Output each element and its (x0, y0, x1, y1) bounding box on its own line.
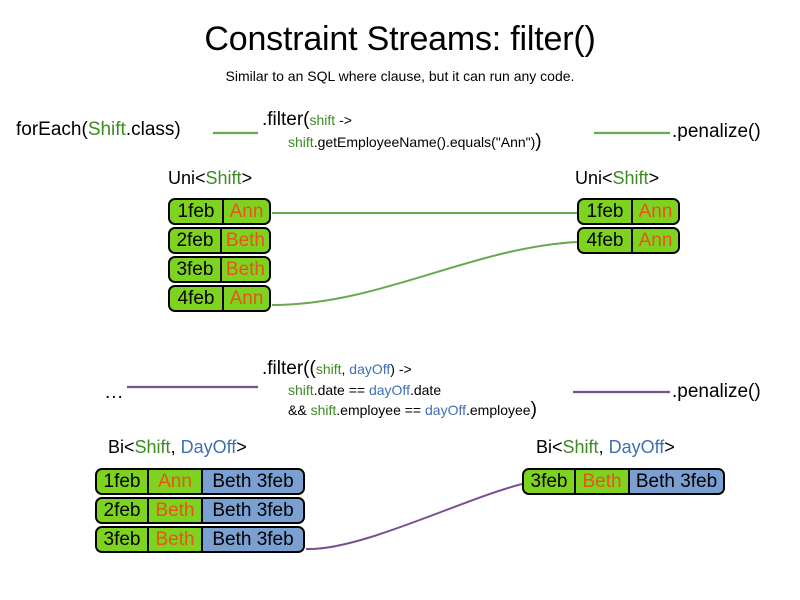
cap-bi-left-prefix: Bi< (108, 437, 135, 457)
filter-2-close-paren: ) (530, 399, 537, 420)
tuple-list-bi-input: 1feb Ann Beth 3feb 2feb Beth Beth 3feb 3… (95, 468, 305, 555)
filter-2-lambda-param-b: dayOff (349, 361, 391, 377)
foreach-suffix: .class) (125, 119, 181, 140)
filter-1-line-2: shift.getEmployeeName().equals("Ann")) (288, 132, 542, 152)
stream-caption-uni-output: Uni<Shift> (575, 167, 659, 189)
tuple-list-bi-output: 3feb Beth Beth 3feb (522, 468, 725, 497)
tuple-name: Beth (149, 528, 201, 551)
tuple-date: 2feb (170, 229, 222, 252)
tuple-date: 3feb (97, 528, 149, 551)
tuple-date: 3feb (524, 470, 576, 493)
tuple-dayoff: Beth 3feb (628, 470, 723, 493)
filter-2-line-3: && shift.employee == dayOff.employee) (288, 400, 537, 420)
tuple-date: 3feb (170, 258, 222, 281)
filter-2-line2-mid: .date == (313, 382, 369, 398)
filter-1-body-rest: .getEmployeeName().equals("Ann") (313, 134, 536, 150)
penalize-label-1: .penalize() (672, 121, 761, 142)
filter-2-line-2: shift.date == dayOff.date (288, 381, 537, 400)
tuple-date: 1feb (579, 200, 633, 223)
filter-2-line2-var-a: shift (288, 382, 314, 398)
tuple-name: Ann (224, 287, 269, 310)
tuple-row[interactable]: 4feb Ann (577, 227, 680, 254)
filter-1-lambda-param: shift (309, 112, 336, 128)
filter-2-line-1: .filter((shift, dayOff) -> (262, 357, 537, 381)
page-subtitle: Similar to an SQL where clause, but it c… (225, 68, 575, 84)
penalize-label-2: .penalize() (672, 381, 761, 402)
tuple-name: Ann (633, 200, 678, 223)
stream-caption-bi-input: Bi<Shift, DayOff> (108, 436, 247, 458)
filter-2-line3-var-a: shift (310, 402, 337, 418)
cap-bi-right-type-b: DayOff (608, 437, 665, 457)
filter-1-body-var: shift (288, 134, 314, 150)
cap-bi-left-type-a: Shift (134, 437, 171, 457)
tuple-name: Beth (221, 229, 269, 252)
filter-2-lambda-sep: , (341, 361, 350, 377)
filter-2-line3-end: .employee (466, 402, 531, 418)
tuple-list-uni-output: 1feb Ann 4feb Ann (577, 198, 680, 256)
tuple-date: 1feb (170, 200, 224, 223)
tuple-row[interactable]: 3feb Beth Beth 3feb (522, 468, 725, 495)
cap-bi-left-suffix: > (236, 437, 247, 457)
connector-tuple-4feb (271, 241, 578, 306)
tuple-row[interactable]: 2feb Beth Beth 3feb (95, 497, 305, 524)
filter-2-lambda-param-a: shift (315, 361, 342, 377)
cap-bi-right-prefix: Bi< (536, 437, 563, 457)
tuple-name: Beth (149, 499, 201, 522)
tuple-row[interactable]: 1feb Ann (168, 198, 271, 225)
tuple-date: 4feb (170, 287, 224, 310)
filter-1-line-1: .filter(shift -> (262, 108, 542, 132)
cap-uni-left-type: Shift (205, 168, 242, 188)
cap-bi-left-sep: , (170, 437, 181, 457)
stream-caption-bi-output: Bi<Shift, DayOff> (536, 436, 675, 458)
tuple-date: 2feb (97, 499, 149, 522)
tuple-row[interactable]: 1feb Ann (577, 198, 680, 225)
filter-2-head: .filter(( (262, 358, 316, 379)
filter-2-line2-var-b: dayOff (368, 382, 410, 398)
filter-1-arrow: -> (335, 112, 352, 128)
cap-bi-right-type-a: Shift (562, 437, 599, 457)
tuple-name: Ann (224, 200, 269, 223)
tuple-row[interactable]: 3feb Beth Beth 3feb (95, 526, 305, 553)
cap-uni-right-type: Shift (612, 168, 649, 188)
filter-1-head: .filter( (262, 109, 310, 130)
source-ellipsis-label: ... (105, 382, 124, 403)
filter-expression-2: .filter((shift, dayOff) -> shift.date ==… (262, 357, 537, 420)
page-title: Constraint Streams: filter() (204, 20, 596, 58)
tuple-row[interactable]: 1feb Ann Beth 3feb (95, 468, 305, 495)
filter-expression-1: .filter(shift -> shift.getEmployeeName()… (262, 108, 542, 152)
cap-uni-left-prefix: Uni< (168, 168, 206, 188)
tuple-dayoff: Beth 3feb (201, 470, 303, 493)
foreach-label: forEach(Shift.class) (16, 118, 181, 142)
foreach-prefix: forEach( (16, 119, 88, 140)
cap-uni-left-suffix: > (241, 168, 253, 188)
foreach-type: Shift (87, 119, 126, 140)
tuple-list-uni-input: 1feb Ann 2feb Beth 3feb Beth 4feb Ann (168, 198, 271, 314)
filter-1-close-paren: ) (535, 131, 542, 152)
cap-bi-right-suffix: > (664, 437, 675, 457)
filter-2-line3-var-b: dayOff (425, 402, 466, 418)
cap-bi-right-sep: , (598, 437, 609, 457)
filter-2-arrow: ) -> (390, 361, 412, 377)
cap-uni-right-prefix: Uni< (575, 168, 613, 188)
cap-uni-right-suffix: > (648, 168, 660, 188)
tuple-date: 4feb (579, 229, 633, 252)
filter-2-line3-prefix: && (288, 402, 311, 418)
filter-2-line2-end: .date (409, 382, 442, 398)
tuple-name: Beth (221, 258, 269, 281)
cap-bi-left-type-b: DayOff (180, 437, 237, 457)
tuple-dayoff: Beth 3feb (201, 528, 303, 551)
tuple-date: 1feb (97, 470, 149, 493)
tuple-name: Beth (576, 470, 628, 493)
filter-2-line3-mid: .employee == (336, 402, 425, 418)
tuple-row[interactable]: 3feb Beth (168, 256, 271, 283)
connector-tuple-3feb-bi (305, 483, 523, 551)
tuple-row[interactable]: 4feb Ann (168, 285, 271, 312)
stream-caption-uni-input: Uni<Shift> (168, 167, 252, 189)
tuple-name: Ann (633, 229, 678, 252)
tuple-dayoff: Beth 3feb (201, 499, 303, 522)
tuple-row[interactable]: 2feb Beth (168, 227, 271, 254)
tuple-name: Ann (149, 470, 201, 493)
